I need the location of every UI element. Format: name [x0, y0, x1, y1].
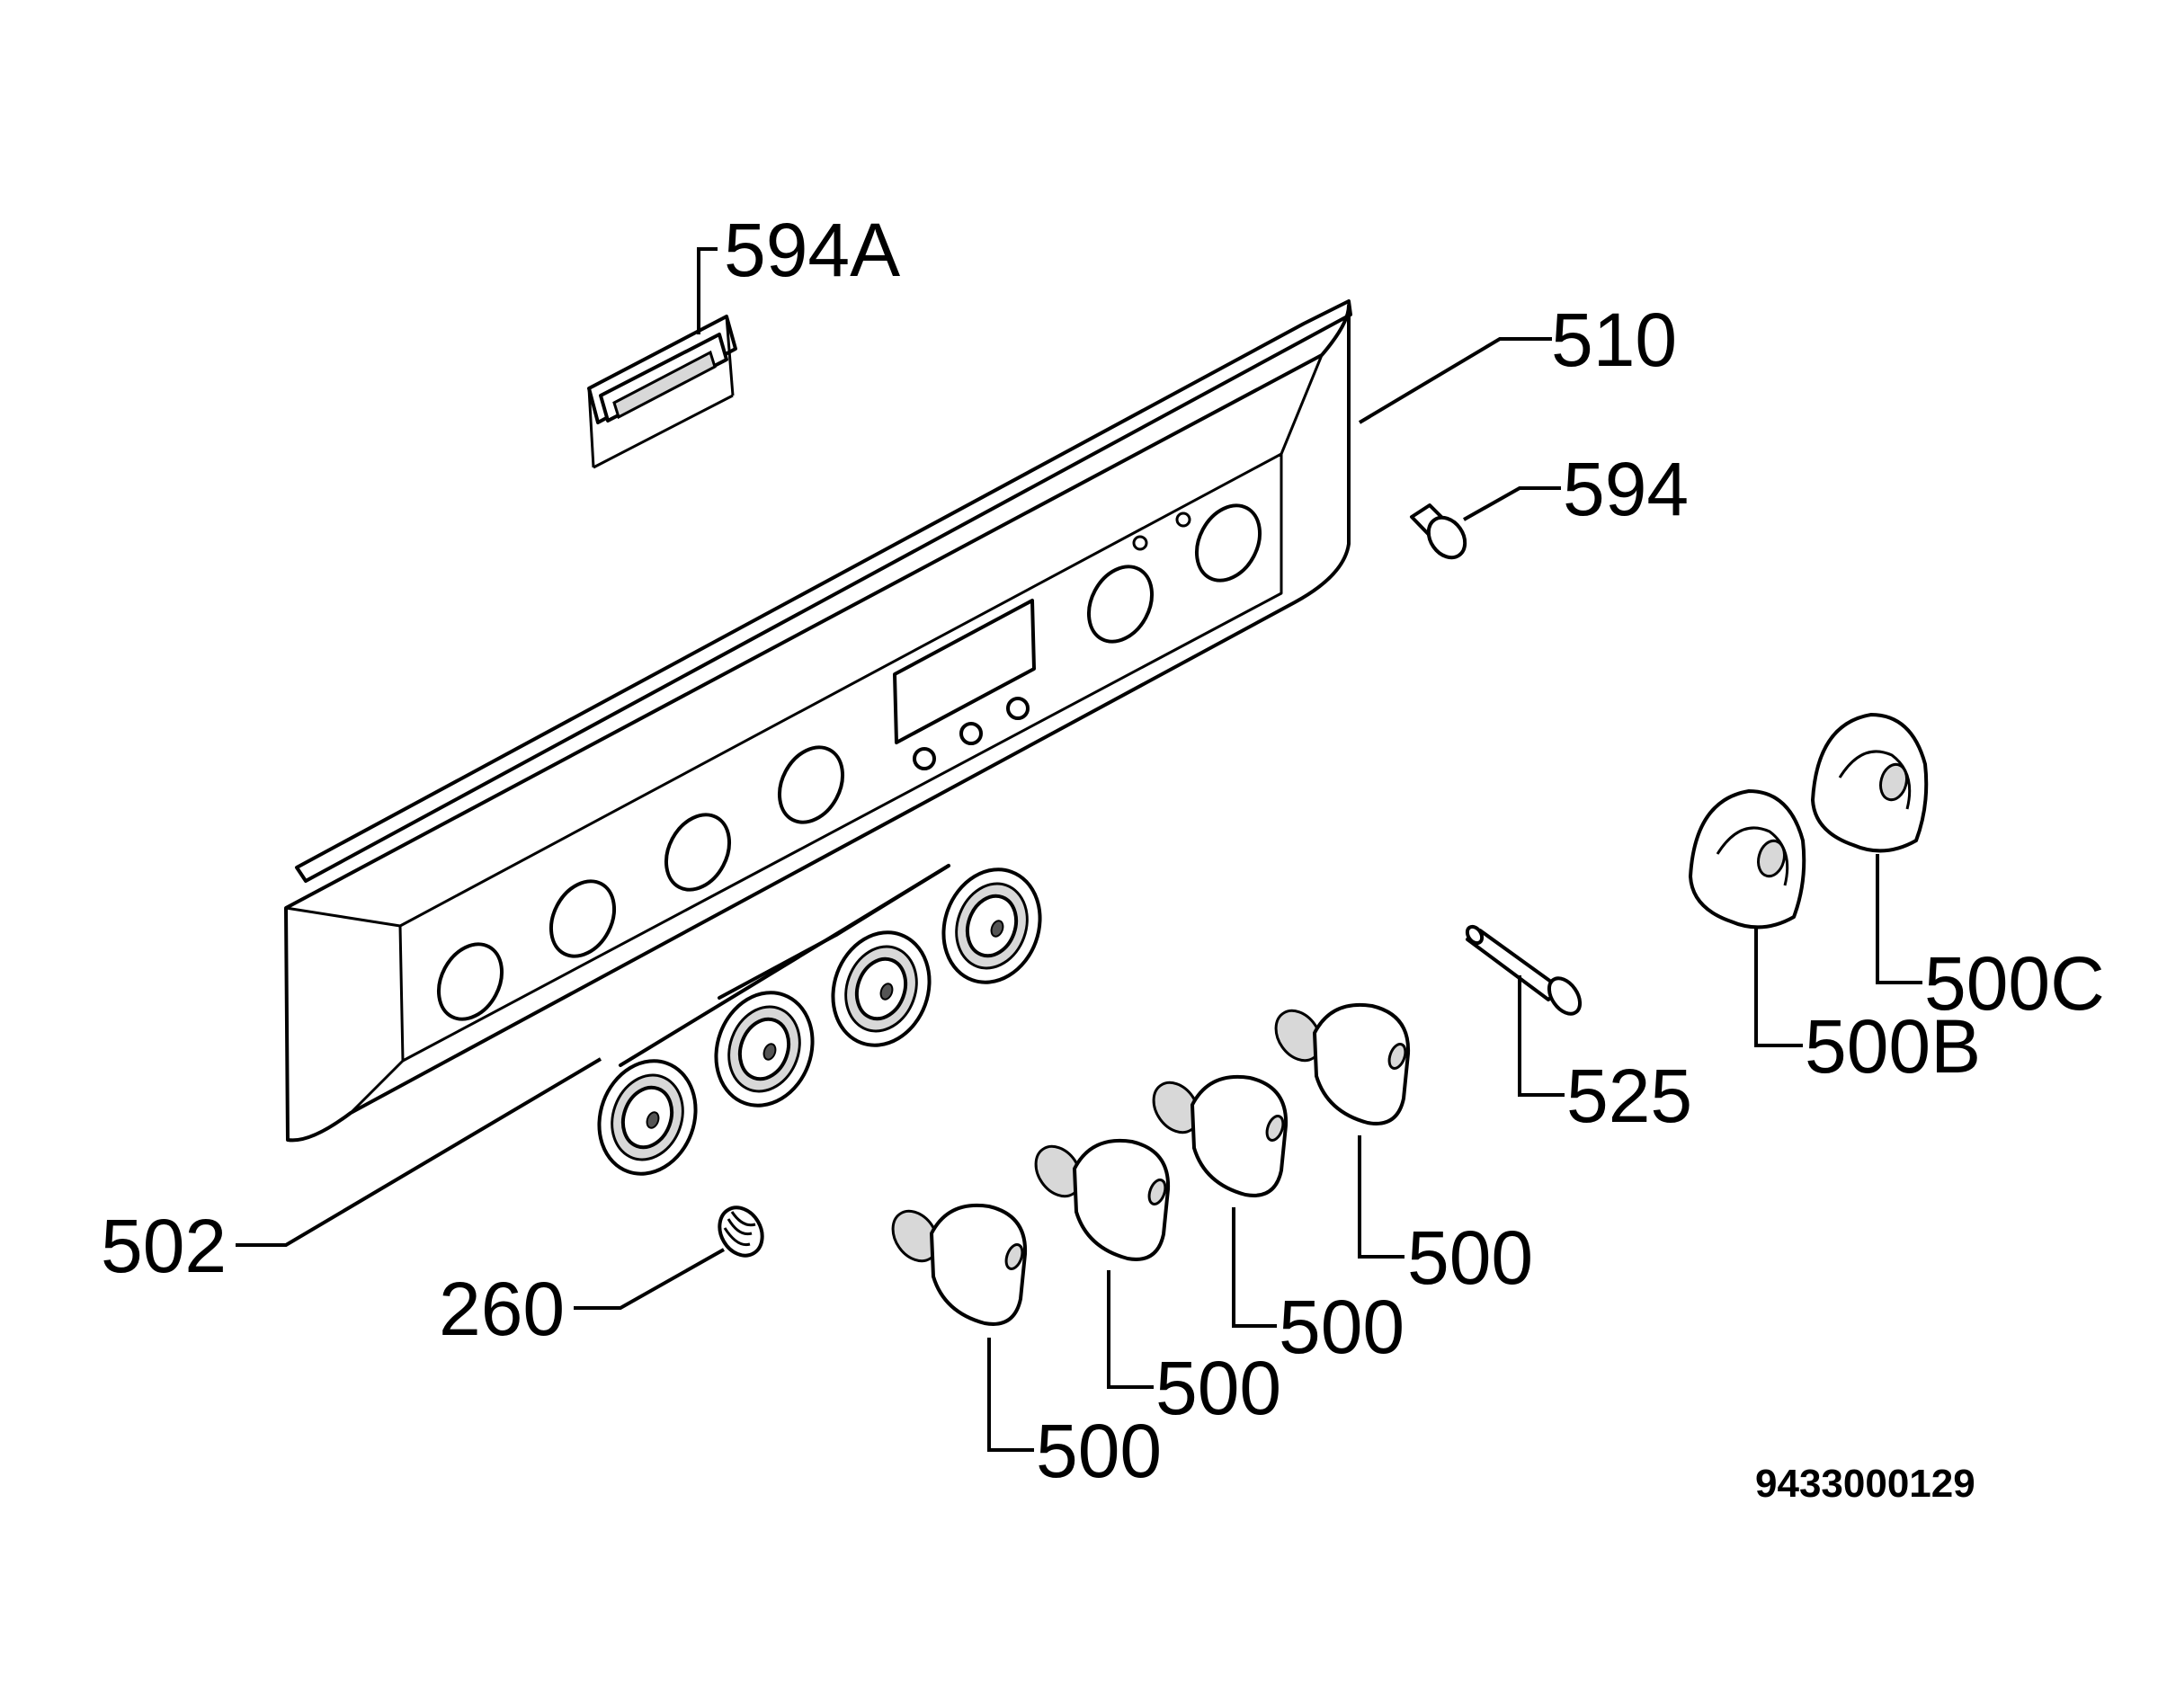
bracket-part-594a — [587, 315, 737, 469]
drawing-number: 9433000129 — [1755, 1462, 1975, 1506]
leader-502 — [236, 1057, 602, 1247]
cap-part-500c — [1811, 713, 1929, 853]
leader-500-3 — [1232, 1207, 1277, 1328]
knob-part-500 — [1034, 1138, 1171, 1261]
bezel-ring — [714, 991, 815, 1108]
label-500-1: 500 — [1036, 1409, 1162, 1493]
label-260: 260 — [439, 1267, 565, 1351]
leader-500b — [1754, 926, 1803, 1047]
knob-part-500 — [891, 1203, 1028, 1326]
leader-525 — [1518, 975, 1565, 1097]
label-594: 594 — [1563, 447, 1689, 531]
label-500-4: 500 — [1407, 1215, 1533, 1300]
shaft-part-525 — [1465, 924, 1583, 1016]
bezel-ring — [941, 867, 1042, 984]
label-502: 502 — [101, 1204, 227, 1288]
label-510: 510 — [1551, 298, 1677, 382]
label-500-2: 500 — [1155, 1346, 1281, 1430]
label-500c: 500C — [1924, 941, 2105, 1026]
label-525: 525 — [1566, 1054, 1692, 1138]
leader-500-2 — [1107, 1270, 1154, 1389]
knob-part-500 — [1152, 1074, 1289, 1197]
leader-500-1 — [987, 1338, 1034, 1452]
spring-part-260 — [718, 1205, 764, 1258]
leader-260 — [574, 1248, 725, 1310]
knob-part-500 — [1274, 1002, 1411, 1125]
label-500b: 500B — [1805, 1004, 1981, 1089]
label-500-3: 500 — [1279, 1285, 1404, 1369]
leader-594a — [697, 247, 718, 334]
bezel-ring — [831, 930, 932, 1047]
leader-500-4 — [1358, 1135, 1404, 1259]
plug-part-594 — [1410, 503, 1467, 560]
cap-part-500b — [1689, 789, 1806, 930]
leader-500c — [1876, 854, 1922, 984]
bezel-rings-part-502 — [597, 864, 1042, 1176]
control-panel-part-510 — [284, 299, 1352, 1143]
leader-510 — [1358, 337, 1552, 424]
leader-594 — [1463, 486, 1561, 521]
label-594a: 594A — [724, 208, 900, 292]
bezel-ring — [597, 1059, 698, 1176]
